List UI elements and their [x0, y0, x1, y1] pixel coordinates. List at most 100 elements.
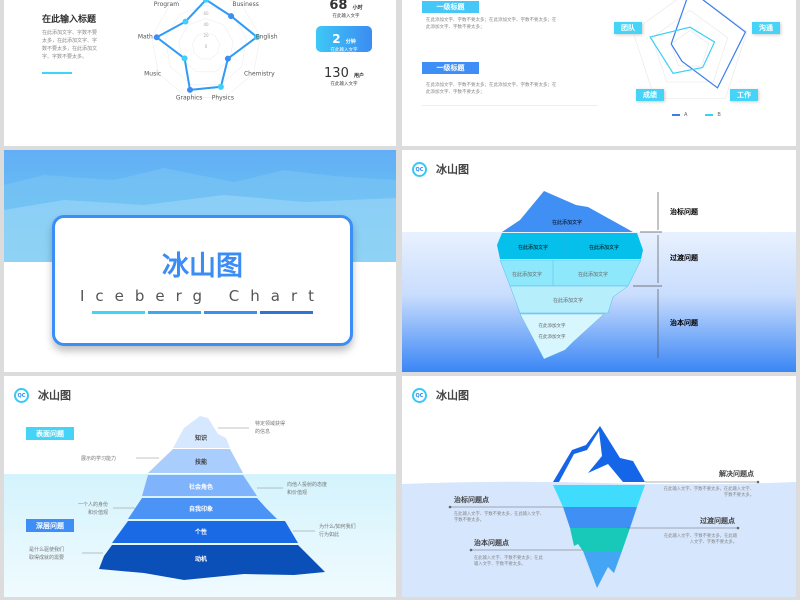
- data-point: [228, 13, 235, 20]
- level-label: 过渡问题: [670, 253, 699, 262]
- stat-value: 130: [324, 66, 349, 81]
- note: 展示的学习能力: [81, 455, 116, 462]
- cover-bars: [92, 311, 350, 314]
- grid-ring: [632, 0, 748, 99]
- title-card: 冰山图 Iceberg Chart: [52, 215, 353, 346]
- slide-thumbnail-iceberg-levels[interactable]: QC 冰山图 在此添加文字 在此添加文字 在此添加文字 在此添加文字 在此添加文…: [402, 150, 796, 372]
- cell-text: 在此添加文字: [539, 333, 566, 340]
- note: 一个人的身份: [78, 501, 108, 508]
- data-point: [182, 18, 189, 25]
- point-text: 在此输入文字、字数不要太多；在此: [474, 554, 543, 561]
- slide-thumbnail-cover[interactable]: 冰山图 Iceberg Chart: [4, 150, 396, 372]
- stat-caption: 在此输入文字: [330, 82, 358, 87]
- iceberg-illustration: 解决问题点 治标问题点 过渡问题点 治本问题点 在此输入文字、字数不要太多，在此…: [402, 426, 796, 597]
- text-line: 此添加文字、字数不要太多；: [426, 25, 485, 30]
- point-text: 在此输入文字、字数不要太多，在此输入文字、: [454, 510, 544, 517]
- radar-chart: 0204060BusinessEnglishChemistryPhysicsGr…: [138, 0, 278, 102]
- cell-text: 在此添加文字: [578, 271, 608, 278]
- layer-label: 技能: [195, 458, 207, 466]
- stat-minutes: 2 分钟 在此输入文字: [316, 26, 372, 53]
- grid-ring: [670, 29, 710, 67]
- legend: A B: [672, 112, 721, 118]
- layer-label: 动机: [195, 555, 207, 563]
- section-badge: 一级标题: [422, 1, 479, 13]
- layer-knowledge: [173, 416, 230, 448]
- series-line: [154, 0, 259, 91]
- text-line: 此添加文字、字数不要太多；: [426, 90, 485, 95]
- iceberg-diagram: 在此添加文字 在此添加文字 在此添加文字 在此添加文字 在此添加文字 在此添加文…: [497, 191, 699, 360]
- slide-paragraph: 在此添加文字、字数不要 太多，在此添加文字、字 数不要太多，在此添加文 字、字数…: [42, 29, 97, 61]
- accent-bar: [42, 72, 72, 74]
- layer-label: 社会角色: [188, 483, 213, 491]
- note: 特定领域获得: [255, 420, 285, 427]
- data-point: [224, 55, 231, 62]
- slide-header: 冰山图: [436, 163, 469, 176]
- section-badge: 一级标题: [422, 62, 479, 74]
- series-B: [649, 26, 716, 74]
- note: 为什么/如何我们: [319, 523, 356, 530]
- axis-label: Music: [144, 71, 161, 78]
- stat-caption: 在此输入文字: [330, 48, 358, 53]
- point-text: 字数不要太多。: [454, 516, 484, 523]
- note: 行为如此: [319, 531, 339, 538]
- stat-caption: 在此输入文字: [332, 14, 360, 19]
- point-text: 字数不要太多。: [724, 491, 754, 498]
- slide-header: 冰山图: [38, 389, 71, 402]
- slide-thumbnail-radar-stats[interactable]: 在此输入标题 在此添加文字、字数不要 太多，在此添加文字、字 数不要太多，在此添…: [4, 0, 396, 146]
- cover-subtitle: Iceberg Chart: [79, 287, 326, 305]
- bar: [260, 311, 313, 314]
- cover-title: 冰山图: [162, 251, 243, 282]
- axis-label-score: 成绩: [636, 89, 664, 101]
- legend-swatch-b: [705, 114, 714, 116]
- section-text: 在此添加文字、字数不要太多；在此添加文字、字数不要太多；在 此添加文字、字数不要…: [426, 17, 557, 31]
- legend-label: A: [684, 112, 688, 118]
- cell-text: 在此添加文字: [518, 244, 548, 251]
- slide-header: 冰山图: [436, 389, 469, 402]
- annotation-arrows: [82, 427, 315, 554]
- divider: [422, 105, 598, 106]
- data-point: [217, 83, 224, 90]
- slide-thumbnail-iceberg-model[interactable]: QC 冰山图 表面问题 深层问题 知识 技能 社会角色 自我印象 个性 动机 特…: [4, 376, 396, 597]
- layer-self-image: [128, 498, 277, 519]
- level-arrows: [633, 192, 662, 358]
- layer-skills: [148, 449, 243, 473]
- tick-label: 40: [203, 22, 209, 27]
- stat-value: 2: [332, 32, 341, 46]
- layer-social-role: [142, 475, 257, 496]
- bar: [148, 311, 201, 314]
- layer-label: 知识: [195, 434, 207, 442]
- note: 和价值观: [287, 489, 307, 496]
- axis-label: Math: [138, 33, 153, 40]
- layer-traits: [112, 521, 298, 543]
- tick-label: 60: [203, 11, 209, 16]
- badge-deep: 深层问题: [26, 519, 74, 532]
- stat-users: 130 用户 在此输入文字: [320, 62, 368, 88]
- cell-text: 在此添加文字: [512, 271, 542, 278]
- logo-icon: QC: [412, 162, 427, 177]
- axis-label-team: 团队: [614, 22, 642, 34]
- axis-label: Chemistry: [244, 71, 275, 78]
- section-text: 在此添加文字、字数不要太多；在此添加文字、字数不要太多；在 此添加文字、字数不要…: [426, 82, 557, 96]
- level-label: 治本问题: [670, 318, 699, 327]
- text-line: 太多，在此添加文字、字: [42, 38, 98, 44]
- note: 向他人投射的态度: [287, 481, 327, 488]
- level-label: 治标问题: [670, 207, 699, 216]
- grid-ring: [192, 31, 220, 60]
- point-text: 输入文字、字数不要太多。: [474, 560, 526, 567]
- note: 和价值观: [88, 509, 108, 516]
- slide-title: 在此输入标题: [42, 15, 97, 25]
- badge-surface: 表面问题: [26, 427, 74, 440]
- grid-ring: [651, 10, 729, 83]
- stat-unit: 用户: [353, 73, 364, 79]
- layer-label: 自我印象: [189, 505, 213, 513]
- iceberg-row-4: [509, 285, 629, 314]
- stat-unit: 小时: [352, 5, 363, 11]
- point-title: 过渡问题点: [700, 516, 735, 525]
- slide-thumbnail-radar-compare[interactable]: 一级标题 在此添加文字、字数不要太多；在此添加文字、字数不要太多；在 此添加文字…: [402, 0, 796, 146]
- text-line: 在此添加文字、字数不要太多；在此添加文字、字数不要太多；在: [426, 18, 557, 23]
- slide-thumbnail-iceberg-points[interactable]: 解决问题点 治标问题点 过渡问题点 治本问题点 在此输入文字、字数不要太多，在此…: [402, 376, 796, 597]
- logo-icon: QC: [14, 388, 29, 403]
- note: 取得成就的需要: [29, 554, 64, 561]
- data-point: [253, 34, 260, 41]
- axis-label-work: 工作: [730, 89, 758, 101]
